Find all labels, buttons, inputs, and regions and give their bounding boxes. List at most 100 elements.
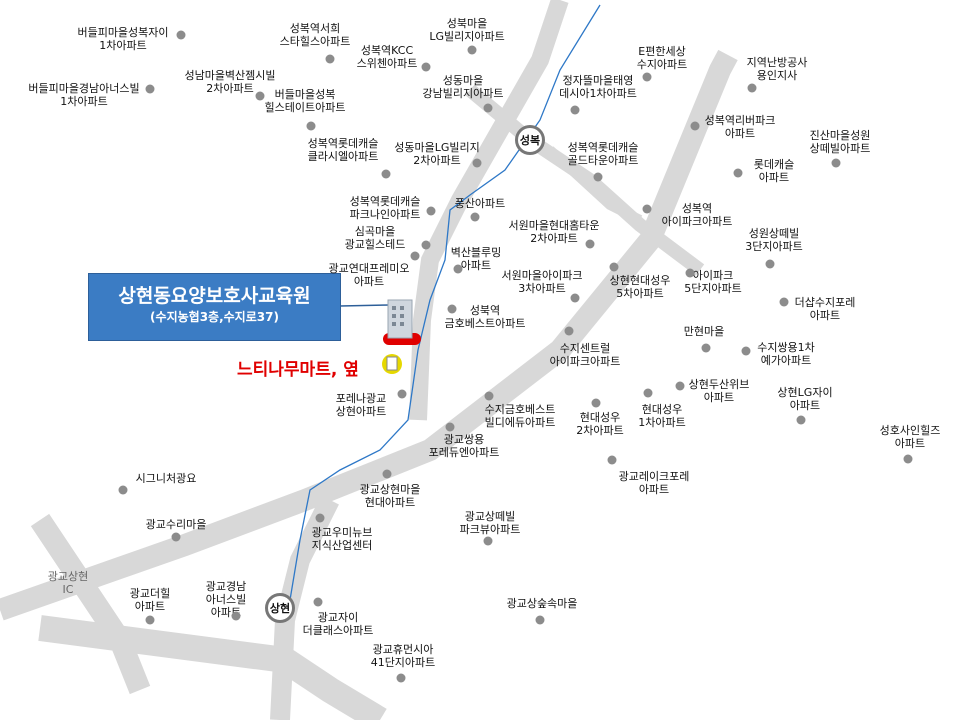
road-ic-diag xyxy=(30,513,151,695)
place-marker[interactable] xyxy=(397,389,407,399)
place-label: 지역난방공사 용인지사 xyxy=(746,56,808,82)
place-marker[interactable] xyxy=(313,597,323,607)
place-marker[interactable] xyxy=(445,422,455,432)
place-marker[interactable] xyxy=(315,513,325,523)
place-label: 버들피마을성복자이 1차아파트 xyxy=(77,26,169,52)
place-marker[interactable] xyxy=(779,297,789,307)
academy-address: (수지농협3층,수지로37) xyxy=(150,310,279,324)
place-marker[interactable] xyxy=(255,91,265,101)
place-marker[interactable] xyxy=(685,268,695,278)
store-icon xyxy=(382,354,402,374)
place-marker[interactable] xyxy=(643,388,653,398)
place-label: 성복역롯데캐슬 골드타운아파트 xyxy=(567,141,639,167)
place-marker[interactable] xyxy=(796,415,806,425)
place-marker[interactable] xyxy=(118,485,128,495)
place-label: 광교경남 아너스빌 아파트 xyxy=(205,580,247,619)
roads xyxy=(0,0,738,720)
place-label: 수지센트럴 아이파크아파트 xyxy=(549,342,621,368)
place-marker[interactable] xyxy=(484,391,494,401)
place-label: 성원상떼빌 3단지아파트 xyxy=(745,227,803,253)
place-label: 광교수리마을 xyxy=(145,518,207,531)
place-marker[interactable] xyxy=(470,212,480,222)
place-marker[interactable] xyxy=(453,264,463,274)
place-marker[interactable] xyxy=(421,62,431,72)
place-label: 성복역서희 스타힐스아파트 xyxy=(279,22,351,48)
place-marker[interactable] xyxy=(609,262,619,272)
place-label: 심곡마을 광교힐스테드 xyxy=(344,225,406,251)
place-label: E편한세상 수지아파트 xyxy=(636,45,688,71)
place-label: 성북마을 LG빌리지아파트 xyxy=(429,17,505,43)
place-marker[interactable] xyxy=(642,204,652,214)
place-label: 성북역 금호베스트아파트 xyxy=(444,304,526,330)
place-label: 성복역롯데캐슬 파크나인아파트 xyxy=(349,195,421,221)
place-label: 성복역리버파크 아파트 xyxy=(704,114,776,140)
place-marker[interactable] xyxy=(675,381,685,391)
place-label: 광교상숲속마을 xyxy=(506,597,578,610)
callout-pointer xyxy=(339,304,391,307)
station-seongbok[interactable]: 성복 xyxy=(515,125,545,155)
place-label: 성복역KCC 스위첸아파트 xyxy=(356,44,418,70)
place-marker[interactable] xyxy=(747,83,757,93)
main-road xyxy=(0,49,738,621)
place-marker[interactable] xyxy=(176,30,186,40)
place-marker[interactable] xyxy=(690,121,700,131)
place-label: 성동마을LG빌리지 2차아파트 xyxy=(394,141,480,167)
place-label: 현대성우 2차아파트 xyxy=(576,411,624,437)
place-label: 풍산아파트 xyxy=(454,197,506,210)
place-marker[interactable] xyxy=(733,168,743,178)
place-label: 광교연대프레미오 아파트 xyxy=(328,262,410,288)
place-label: 광교레이크포레 아파트 xyxy=(618,470,690,496)
place-marker[interactable] xyxy=(483,536,493,546)
place-marker[interactable] xyxy=(765,259,775,269)
place-label: 서원마을아이파크 3차아파트 xyxy=(501,269,583,295)
place-label: 정자뜰마을태영 데시아1차아파트 xyxy=(559,74,637,100)
place-label: 성복역롯데캐슬 클라시엘아파트 xyxy=(307,137,379,163)
place-marker[interactable] xyxy=(701,343,711,353)
place-marker[interactable] xyxy=(591,398,601,408)
place-marker[interactable] xyxy=(593,172,603,182)
place-label: 만현마을 xyxy=(683,325,725,338)
place-label: 수지쌍용1차 예가아파트 xyxy=(757,341,815,367)
place-marker[interactable] xyxy=(607,455,617,465)
place-marker[interactable] xyxy=(447,304,457,314)
place-label: 광교쌍용 포레듀엔아파트 xyxy=(428,433,500,459)
place-marker[interactable] xyxy=(306,121,316,131)
ic-label: 광교상현 IC xyxy=(47,570,89,596)
place-marker[interactable] xyxy=(642,72,652,82)
place-marker[interactable] xyxy=(381,169,391,179)
academy-name: 상현동요양보호사교육원 xyxy=(118,285,311,307)
place-marker[interactable] xyxy=(564,326,574,336)
place-marker[interactable] xyxy=(145,84,155,94)
place-marker[interactable] xyxy=(585,239,595,249)
place-label: 성동마을 강남빌리지아파트 xyxy=(422,74,504,100)
place-marker[interactable] xyxy=(421,240,431,250)
place-label: 성복역 아이파크아파트 xyxy=(661,202,733,228)
academy-callout: 상현동요양보호사교육원 (수지농협3층,수지로37) xyxy=(88,273,341,341)
place-marker[interactable] xyxy=(741,346,751,356)
place-marker[interactable] xyxy=(535,615,545,625)
place-label: 광교상현마을 현대아파트 xyxy=(359,483,421,509)
place-marker[interactable] xyxy=(145,615,155,625)
station-sanghyeon[interactable]: 상현 xyxy=(265,593,295,623)
place-marker[interactable] xyxy=(426,206,436,216)
place-marker[interactable] xyxy=(231,611,241,621)
place-marker[interactable] xyxy=(903,454,913,464)
place-label: 광교휴먼시아 41단지아파트 xyxy=(370,643,436,669)
place-marker[interactable] xyxy=(570,293,580,303)
place-marker[interactable] xyxy=(472,158,482,168)
place-marker[interactable] xyxy=(467,45,477,55)
place-label: 상현LG자이 아파트 xyxy=(777,386,833,412)
place-marker[interactable] xyxy=(831,158,841,168)
place-marker[interactable] xyxy=(325,54,335,64)
place-marker[interactable] xyxy=(171,532,181,542)
place-label: 더샵수지포레 아파트 xyxy=(794,296,856,322)
place-marker[interactable] xyxy=(570,105,580,115)
place-label: 롯데캐슬 아파트 xyxy=(753,158,795,184)
place-marker[interactable] xyxy=(483,103,493,113)
place-marker[interactable] xyxy=(410,251,420,261)
place-label: 버들마을성복 힐스테이트아파트 xyxy=(264,88,346,114)
place-marker[interactable] xyxy=(396,673,406,683)
place-marker[interactable] xyxy=(382,469,392,479)
place-label: 현대성우 1차아파트 xyxy=(638,403,686,429)
